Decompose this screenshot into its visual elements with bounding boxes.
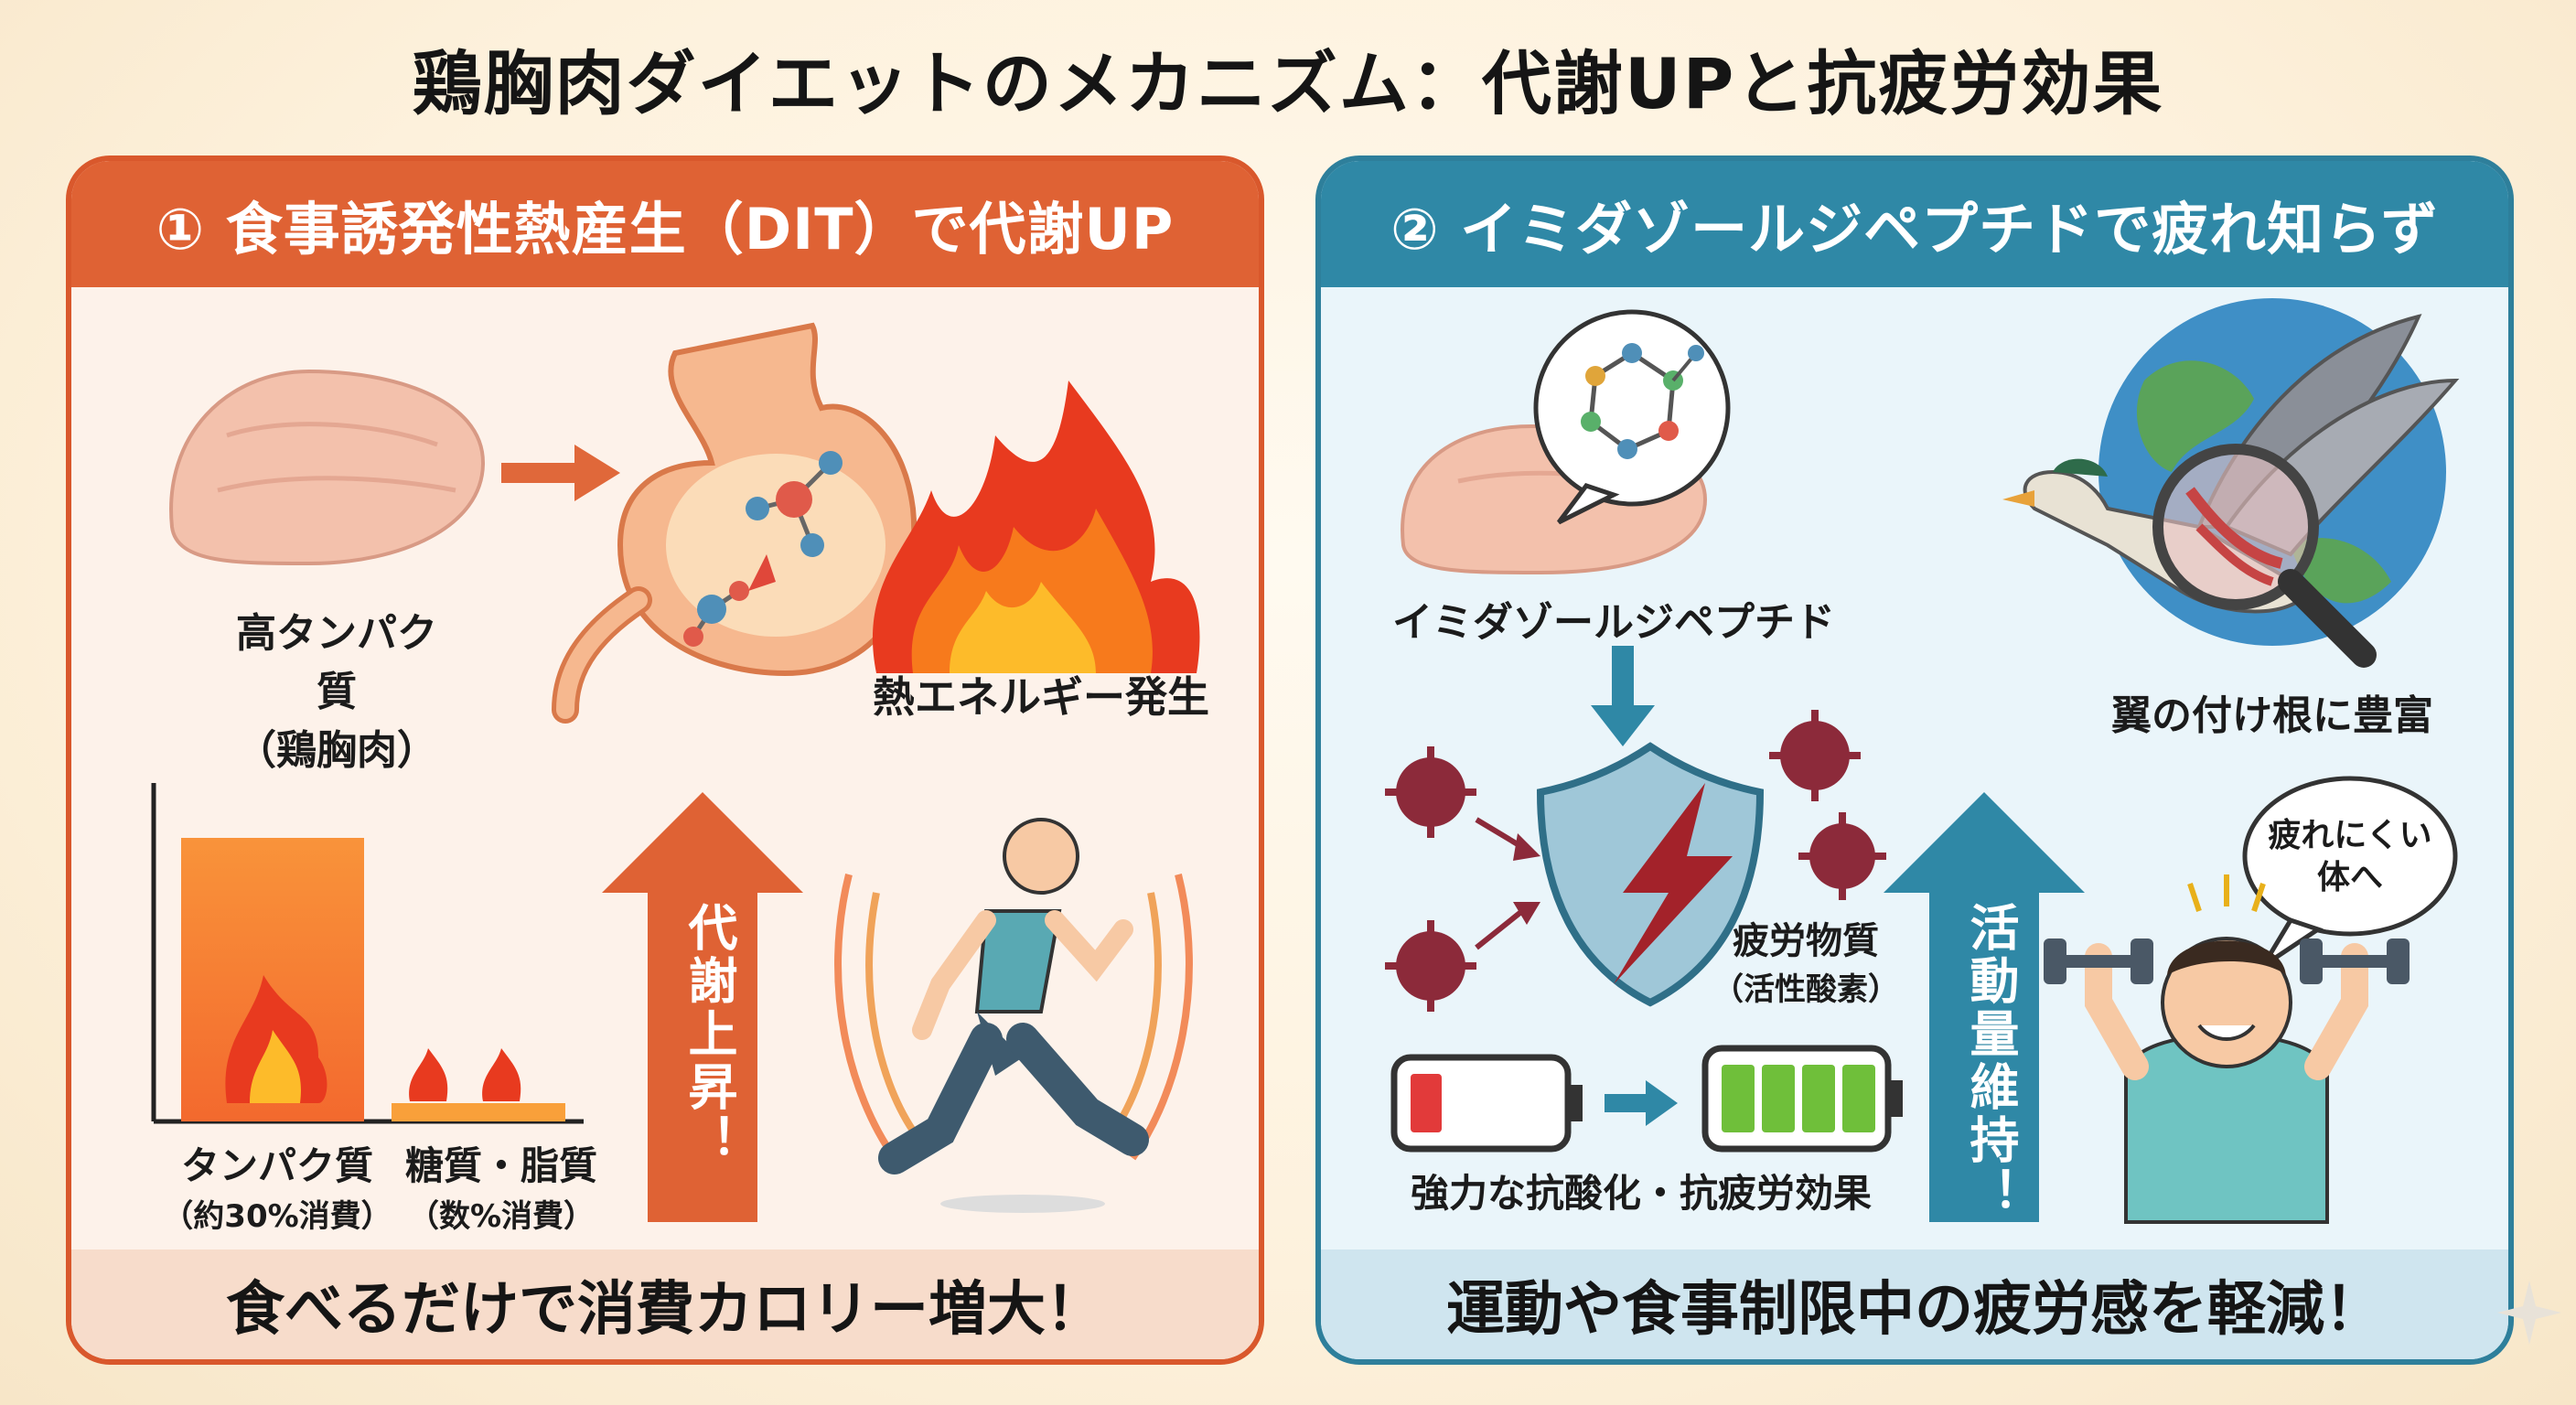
imidazole-illustration (1385, 298, 2460, 1224)
fire-icon (872, 381, 1200, 673)
bar-protein-label: タンパク質 （約30%消費） (154, 1135, 401, 1236)
arrow-right-icon (1605, 1080, 1678, 1126)
fatigue-label-line2: （活性酸素） (1712, 971, 1899, 1008)
bar-carb-label-line1: 糖質・脂質 (404, 1143, 597, 1188)
dit-panel: ① 食事誘発性熱産生（DIT）で代謝UP (66, 156, 1264, 1365)
metabolism-up-label: 代謝上昇！ (680, 902, 737, 1167)
fatigue-label-line1: 疲労物質 (1733, 920, 1879, 962)
page-title: 鶏胸肉ダイエットのメカニズム：代謝UPと抗疲労効果 (412, 43, 2164, 124)
antioxidant-label: 強力な抗酸化・抗疲労効果 (1410, 1171, 1872, 1216)
heat-label: 熱エネルギー発生 (873, 672, 1209, 722)
arrow-right-icon (501, 445, 620, 501)
dit-bar-chart (151, 783, 584, 1124)
molecule-icon (1533, 309, 1731, 525)
imidazole-panel-header: ② イミダゾールジペプチドで疲れ知らず (1321, 161, 2508, 287)
magnifier-icon (2152, 444, 2377, 668)
speech-line1: 疲れにくい (2268, 817, 2432, 854)
imidazole-panel-footer: 運動や食事制限中の疲労感を軽減！ (1321, 1249, 2508, 1359)
chicken-breast-icon (169, 369, 486, 566)
fatigue-label: 疲労物質 （活性酸素） (1650, 911, 1961, 1009)
chicken-label: 高タンパク質 （鶏胸肉） (218, 600, 456, 776)
arrow-down-icon (1591, 646, 1655, 746)
sparkle-icon (2497, 1281, 2561, 1345)
bar-carb-label: 糖質・脂質 （数%消費） (401, 1135, 602, 1236)
battery-full-icon (1701, 1045, 1903, 1153)
speech-line2: 体へ (2316, 859, 2383, 896)
chicken-label-line1: 高タンパク質 (236, 610, 437, 715)
speech-label: 疲れにくい 体へ (2254, 815, 2446, 899)
chicken-label-line2: （鶏胸肉） (236, 727, 437, 774)
activity-maintained-label: 活動量維持！ (1961, 902, 2019, 1220)
runner-icon (834, 818, 1193, 1213)
arrow-up-icon (1884, 792, 2085, 1222)
arrow-to-shield (1475, 817, 1540, 950)
battery-low-icon (1390, 1054, 1583, 1153)
imidazole-panel: ② イミダゾールジペプチドで疲れ知らず (1315, 156, 2514, 1365)
dumbbell-person-icon (2044, 874, 2410, 1224)
dit-panel-footer: 食べるだけで消費カロリー増大！ (71, 1249, 1259, 1359)
bar-carb-fat (392, 1103, 565, 1121)
bar-protein-label-line2: （約30%消費） (162, 1198, 392, 1235)
arrow-up-icon (602, 792, 803, 1222)
bird-label: 翼の付け根に豊富 (2111, 692, 2433, 739)
stomach-icon (552, 322, 918, 724)
dit-panel-header: ① 食事誘発性熱産生（DIT）で代謝UP (71, 161, 1259, 287)
molecule-icon (683, 451, 843, 647)
bar-carb-label-line2: （数%消費） (407, 1198, 596, 1235)
shield-icon (1536, 742, 1765, 1007)
speech-bubble (2242, 776, 2458, 969)
fire-icon (409, 1048, 448, 1101)
imidazole-label: イミダゾールジペプチド (1392, 599, 1835, 646)
bar-protein-label-line1: タンパク質 (180, 1143, 373, 1188)
dit-illustration (151, 322, 1200, 1222)
fire-icon (482, 1048, 521, 1101)
